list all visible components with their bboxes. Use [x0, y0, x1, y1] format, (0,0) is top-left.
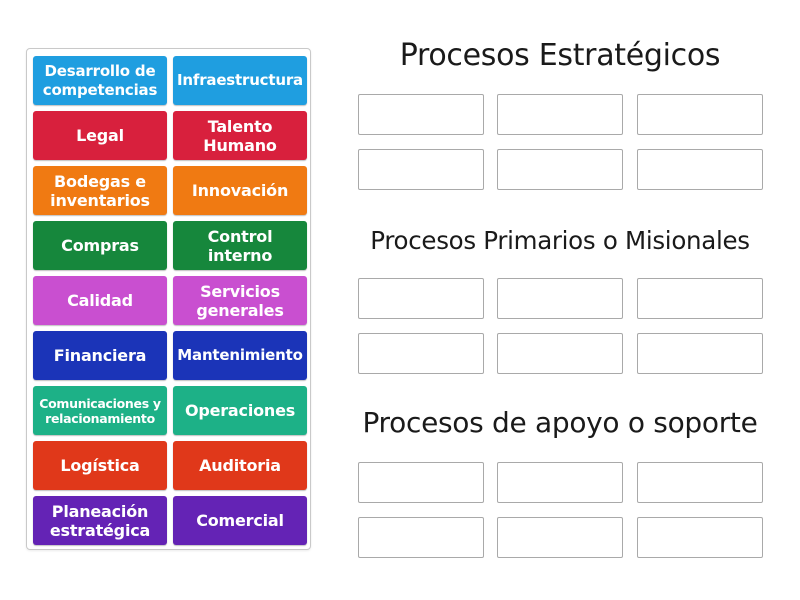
drop-slot-group-1[interactable] — [358, 149, 484, 190]
group-title-misionales: Procesos Primarios o Misionales — [370, 226, 750, 255]
drop-slot-group-1[interactable] — [637, 149, 763, 190]
group-title-apoyo: Procesos de apoyo o soporte — [362, 406, 758, 439]
drop-slot-group-2[interactable] — [637, 278, 763, 319]
draggable-tile[interactable]: Control interno — [173, 221, 307, 270]
draggable-tile[interactable]: Servicios generales — [173, 276, 307, 325]
drop-slot-group-3[interactable] — [637, 462, 763, 503]
drop-slot-group-3[interactable] — [497, 462, 623, 503]
draggable-tile[interactable]: Infraestructura — [173, 56, 307, 105]
drop-slot-group-1[interactable] — [637, 94, 763, 135]
drop-slot-group-1[interactable] — [497, 94, 623, 135]
drop-slot-group-2[interactable] — [497, 278, 623, 319]
drop-slot-group-2[interactable] — [358, 333, 484, 374]
drop-slot-group-3[interactable] — [358, 517, 484, 558]
drop-slot-group-3[interactable] — [497, 517, 623, 558]
draggable-tile[interactable]: Innovación — [173, 166, 307, 215]
drop-slot-group-1[interactable] — [358, 94, 484, 135]
draggable-tile[interactable]: Compras — [33, 221, 167, 270]
drop-slot-group-2[interactable] — [358, 278, 484, 319]
draggable-tile[interactable]: Auditoria — [173, 441, 307, 490]
draggable-tile[interactable]: Financiera — [33, 331, 167, 380]
draggable-tile[interactable]: Calidad — [33, 276, 167, 325]
draggable-tile[interactable]: Bodegas e inventarios — [33, 166, 167, 215]
draggable-tile[interactable]: Desarrollo de competencias — [33, 56, 167, 105]
draggable-tile[interactable]: Comercial — [173, 496, 307, 545]
drop-slot-group-2[interactable] — [637, 333, 763, 374]
draggable-tile[interactable]: Talento Humano — [173, 111, 307, 160]
drop-slot-group-3[interactable] — [358, 462, 484, 503]
drop-slot-group-1[interactable] — [497, 149, 623, 190]
draggable-tile[interactable]: Planeación estratégica — [33, 496, 167, 545]
draggable-tile[interactable]: Logística — [33, 441, 167, 490]
draggable-tile[interactable]: Operaciones — [173, 386, 307, 435]
drop-slot-group-3[interactable] — [637, 517, 763, 558]
draggable-tile[interactable]: Legal — [33, 111, 167, 160]
group-title-estrategicos: Procesos Estratégicos — [399, 38, 721, 73]
draggable-tile[interactable]: Comunicaciones y relacionamiento — [33, 386, 167, 435]
draggable-tile[interactable]: Mantenimiento — [173, 331, 307, 380]
drop-slot-group-2[interactable] — [497, 333, 623, 374]
